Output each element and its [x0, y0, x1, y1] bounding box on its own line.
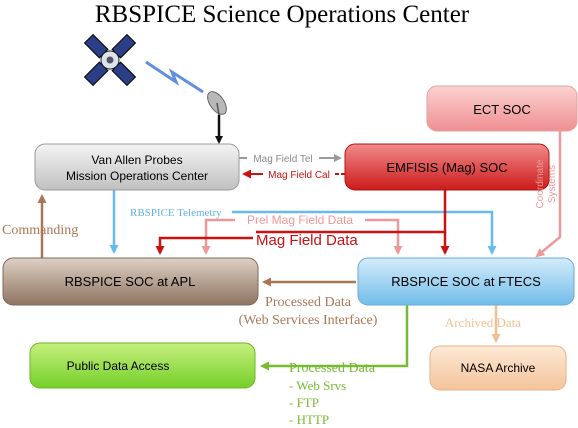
signal-bolt-icon [145, 60, 204, 94]
soc-apl-box: RBSPICE SOC at APL [2, 257, 259, 306]
antenna-dish-icon [207, 91, 227, 116]
emfisis-label: EMFISIS (Mag) SOC [386, 160, 507, 175]
satellite-icon [83, 33, 137, 87]
ect-soc-box: ECT SOC [426, 85, 578, 132]
processed-data-label: Processed Data [265, 295, 352, 310]
web-srvs-label: - Web Srvs [289, 378, 346, 393]
soc-ftecs-label: RBSPICE SOC at FTECS [391, 274, 541, 289]
rbspice-telemetry-label: RBSPICE Telemetry [130, 207, 222, 219]
mag-field-data-label: Mag Field Data [256, 232, 358, 249]
diagram-title: RBSPICE Science Operations Center [95, 1, 470, 28]
van-allen-label-line2: Mission Operations Center [66, 169, 208, 183]
web-services-interface-label: (Web Services Interface) [239, 313, 378, 328]
processed-data-public-label: Processed Data [289, 361, 376, 376]
coordinate-label: Coordinate [535, 159, 546, 208]
van-allen-moc-box: Van Allen Probes Mission Operations Cent… [34, 143, 240, 191]
emfisis-soc-box: EMFISIS (Mag) SOC [344, 143, 550, 191]
archived-data-label: Archived Data [445, 315, 521, 330]
prel-mag-arrow-ftecs [365, 218, 403, 255]
ect-soc-label: ECT SOC [473, 102, 531, 117]
public-data-access-box: Public Data Access [29, 342, 256, 389]
http-label: - HTTP [289, 412, 329, 427]
telemetry-arrow-ftecs [232, 210, 497, 255]
coordinate-systems-arrow [535, 131, 562, 258]
commanding-label: Commanding [2, 223, 78, 238]
public-data-arrow [260, 305, 409, 371]
prel-mag-field-data-label: Prel Mag Field Data [247, 213, 353, 227]
soc-ftecs-box: RBSPICE SOC at FTECS [357, 257, 575, 306]
prel-mag-arrow-apl [201, 218, 235, 255]
ftp-label: - FTP [289, 395, 319, 410]
van-allen-label-line1: Van Allen Probes [91, 153, 182, 167]
systems-label: Systems [547, 165, 558, 203]
mag-field-data-arrow-apl [155, 236, 253, 255]
nasa-archive-box: NASA Archive [429, 345, 567, 391]
soc-apl-label: RBSPICE SOC at APL [65, 274, 196, 289]
mag-field-cal-label: Mag Field Cal [268, 170, 330, 181]
public-data-label: Public Data Access [67, 359, 170, 373]
nasa-archive-label: NASA Archive [461, 361, 536, 375]
mag-field-tel-label: Mag Field Tel [253, 154, 312, 165]
